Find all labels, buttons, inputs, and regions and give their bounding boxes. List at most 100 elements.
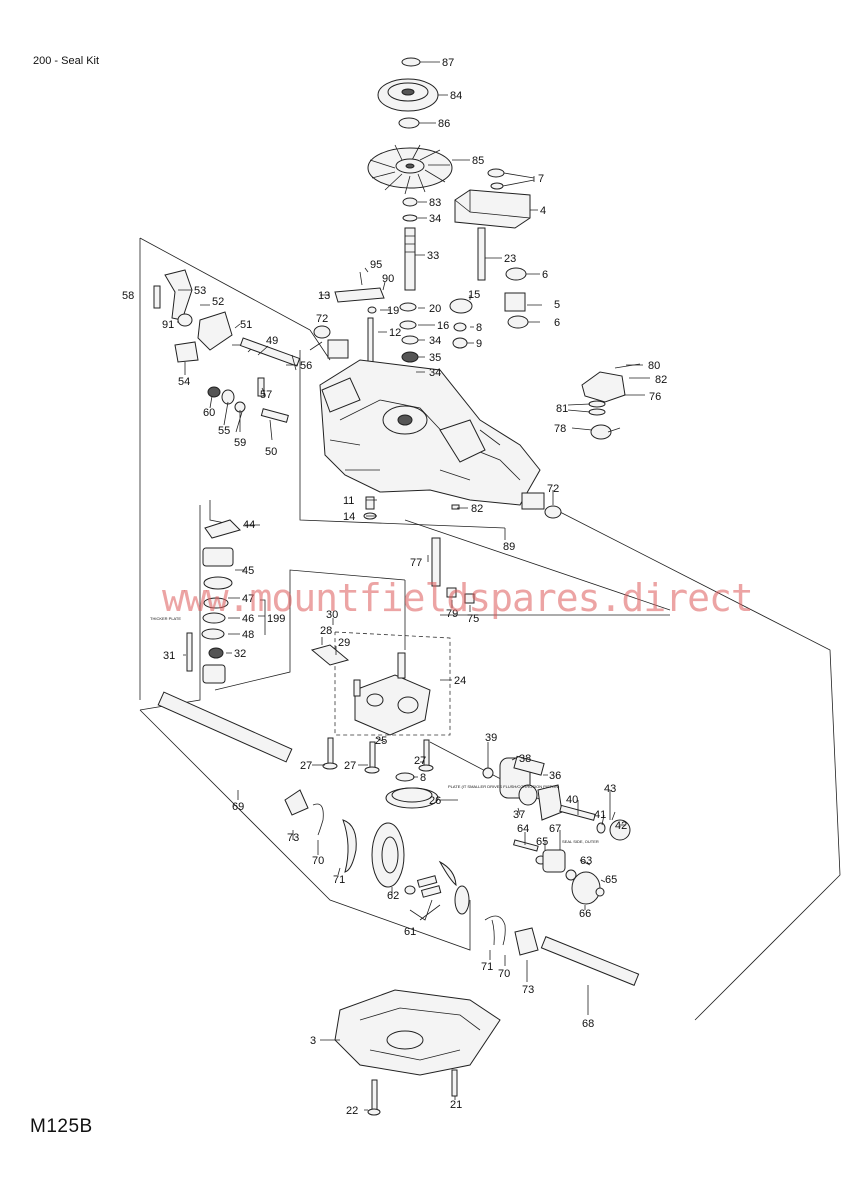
guide-lines (139, 237, 841, 1021)
callout-40: 40 (566, 794, 578, 806)
callout-9: 9 (476, 338, 482, 350)
bottom-case (334, 989, 501, 1116)
callout-8: 8 (476, 322, 482, 334)
callout-71: 71 (333, 874, 345, 886)
callout-79: 79 (446, 608, 458, 620)
fan-85 (367, 144, 453, 195)
callout-8: 8 (420, 772, 426, 784)
callout-53: 53 (194, 285, 206, 297)
callout-50: 50 (265, 446, 277, 458)
cap-7 (487, 168, 505, 190)
callout-199: 199 (267, 613, 285, 625)
callout-45: 45 (242, 565, 254, 577)
callout-37: 37 (513, 809, 525, 821)
callout-34: 34 (429, 335, 441, 347)
callout-48: 48 (242, 629, 254, 641)
callout-56: 56 (300, 360, 312, 372)
callout-39: 39 (485, 732, 497, 744)
circlip-87 (401, 57, 421, 67)
callout-57: 57 (260, 389, 272, 401)
callout-70: 70 (498, 968, 510, 980)
hub-86 (398, 117, 420, 129)
callout-12: 12 (389, 327, 401, 339)
callout-83: 83 (429, 197, 441, 209)
callout-19: 19 (387, 305, 399, 317)
callout-21: 21 (450, 1099, 462, 1111)
callout-91: 91 (162, 319, 174, 331)
callout-27: 27 (414, 755, 426, 767)
callout-7: 7 (538, 173, 544, 185)
callout-27: 27 (300, 760, 312, 772)
callout-63: 63 (580, 855, 592, 867)
callout-75: 75 (467, 613, 479, 625)
motor-section (482, 755, 631, 905)
callout-80: 80 (648, 360, 660, 372)
callout-34: 34 (429, 367, 441, 379)
callout-55: 55 (218, 425, 230, 437)
tag-plate-note: PLATE (IT SMALLER DRIVES FLUSH/CORROSION… (448, 784, 560, 789)
callout-42: 42 (615, 820, 627, 832)
callout-43: 43 (604, 783, 616, 795)
callout-27: 27 (344, 760, 356, 772)
callout-59: 59 (234, 437, 246, 449)
callout-73: 73 (522, 984, 534, 996)
callout-69: 69 (232, 801, 244, 813)
callout-76: 76 (649, 391, 661, 403)
callout-33: 33 (427, 250, 439, 262)
callout-72: 72 (316, 313, 328, 325)
callout-78: 78 (554, 423, 566, 435)
callout-41: 41 (594, 809, 606, 821)
callout-61: 61 (404, 926, 416, 938)
charge-pump-stack (186, 519, 241, 684)
callout-16: 16 (437, 320, 449, 332)
callout-58: 58 (122, 290, 134, 302)
mid-left-parts (363, 496, 475, 604)
callout-90: 90 (382, 273, 394, 285)
axle-gear-train (157, 691, 640, 986)
callout-67: 67 (549, 823, 561, 835)
callout-52: 52 (212, 296, 224, 308)
callout-22: 22 (346, 1105, 358, 1117)
callout-65: 65 (536, 836, 548, 848)
callout-77: 77 (410, 557, 422, 569)
callout-15: 15 (468, 289, 480, 301)
callout-84: 84 (450, 90, 462, 102)
callout-6: 6 (542, 269, 548, 281)
callout-36: 36 (549, 770, 561, 782)
callout-4: 4 (540, 205, 546, 217)
callout-82: 82 (471, 503, 483, 515)
callout-6: 6 (554, 317, 560, 329)
callout-49: 49 (266, 335, 278, 347)
tag-notes: THICKER PLATE PLATE (IT SMALLER DRIVES F… (150, 616, 599, 844)
reservoir-4 (454, 189, 531, 281)
callout-28: 28 (320, 625, 332, 637)
callout-60: 60 (203, 407, 215, 419)
callout-35: 35 (429, 352, 441, 364)
callout-64: 64 (517, 823, 529, 835)
callout-31: 31 (163, 650, 175, 662)
callout-65: 65 (605, 874, 617, 886)
callout-47: 47 (242, 593, 254, 605)
callout-86: 86 (438, 118, 450, 130)
callout-89: 89 (503, 541, 515, 553)
shaft-33 (402, 197, 418, 291)
callout-71: 71 (481, 961, 493, 973)
callout-46: 46 (242, 613, 254, 625)
callout-13: 13 (318, 290, 330, 302)
center-block (310, 644, 439, 809)
callout-95: 95 (370, 259, 382, 271)
watermark-text: www.mountfieldspares.direct (162, 576, 754, 620)
callout-73: 73 (287, 832, 299, 844)
callout-82: 82 (655, 374, 667, 386)
leader-lines (177, 61, 650, 1111)
callout-25: 25 (375, 735, 387, 747)
callout-29: 29 (338, 637, 350, 649)
callout-20: 20 (429, 303, 441, 315)
callout-32: 32 (234, 648, 246, 660)
tag-seal-side: SEAL SIDE, OUTER (562, 839, 599, 844)
callout-34: 34 (429, 213, 441, 225)
callout-62: 62 (387, 890, 399, 902)
callout-30: 30 (326, 609, 338, 621)
